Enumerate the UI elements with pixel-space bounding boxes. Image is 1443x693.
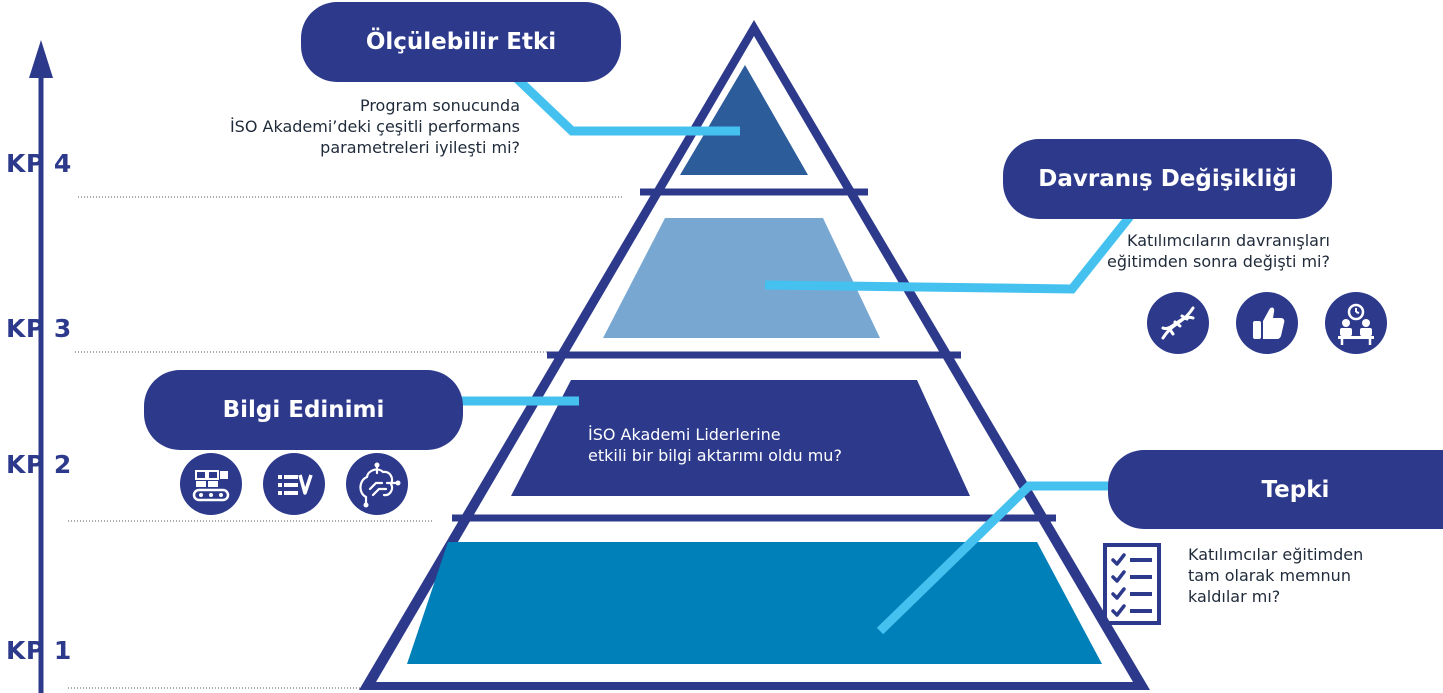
level3-title-pill: Davranış Değişikliği: [1003, 139, 1332, 219]
thumbs-up-icon: [1236, 292, 1298, 354]
level2-question: İSO Akademi Liderlerine etkili bir bilgi…: [588, 425, 842, 465]
level3-question: Katılımcıların davranışları eğitimden so…: [1107, 231, 1330, 271]
level3-band: [603, 218, 880, 338]
level2-title: Bilgi Edinimi: [222, 397, 385, 423]
level4-title: Ölçülebilir Etki: [365, 29, 557, 55]
level4-question: Program sonucunda İSO Akademi’deki çeşit…: [229, 96, 520, 157]
level-label-kp4: KP 4: [6, 149, 72, 178]
level1-title: Tepki: [1261, 476, 1330, 503]
list-check-icon: [263, 453, 325, 515]
level-axis-arrow: [29, 40, 53, 693]
level2-title-pill: Bilgi Edinimi: [144, 370, 463, 450]
brain-circuit-icon: [346, 453, 408, 515]
level1-title-pill: Tepki: [1108, 450, 1443, 529]
level4-title-pill: Ölçülebilir Etki: [301, 2, 621, 82]
level-label-kp1: KP 1: [6, 636, 72, 665]
meeting-icon: [1325, 292, 1387, 354]
checklist-icon: [1103, 543, 1161, 625]
conveyor-icon: [180, 453, 242, 515]
level-label-kp2: KP 2: [6, 450, 72, 479]
level2-band: [511, 380, 970, 496]
level1-question: Katılımcılar eğitimden tam olarak memnun…: [1188, 545, 1364, 606]
level4-band: [680, 65, 808, 175]
level1-band: [407, 542, 1102, 664]
dna-icon: [1147, 292, 1209, 354]
level3-title: Davranış Değişikliği: [1038, 166, 1297, 192]
level-label-kp3: KP 3: [6, 314, 72, 343]
